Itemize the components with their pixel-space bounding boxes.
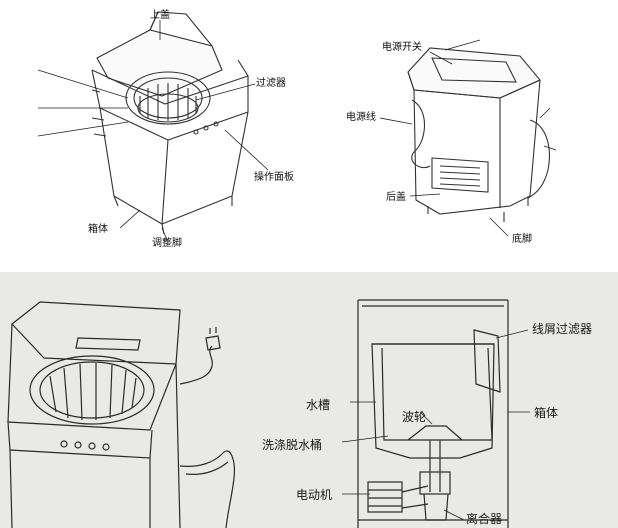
- rear-washer-illustration: [379, 39, 557, 237]
- label-wash-spin-tub: 洗涤脱水桶: [262, 438, 323, 452]
- label-power-switch: 电源开关: [382, 42, 422, 53]
- label-water-tub: 水槽: [306, 398, 331, 412]
- label-power-cord: 电源线: [346, 112, 376, 123]
- label-filter: 过滤器: [256, 78, 286, 89]
- washer-exterior-sketch: [7, 301, 235, 528]
- label-motor: 电动机: [296, 488, 333, 502]
- washer-cutaway-sketch: [341, 299, 530, 528]
- label-cabinet-bottom: 箱体: [534, 406, 559, 420]
- label-base-foot: 底脚: [512, 234, 532, 245]
- label-cabinet: 箱体: [88, 224, 108, 235]
- label-adjust-foot: 调整脚: [152, 238, 182, 249]
- label-lid: 上盖: [150, 10, 170, 21]
- label-control-panel: 操作面板: [254, 172, 294, 183]
- top-diagram-panel: 上盖 过滤器 操作面板 箱体 调整脚 电源开关 电源线 后盖 底脚: [37, 10, 557, 249]
- label-lint-filter: 线屑过滤器: [532, 322, 593, 336]
- label-pulsator: 波轮: [402, 410, 427, 424]
- bottom-diagram-panel: 线屑过滤器 水槽 箱体 波轮 洗涤脱水桶 电动机 离合器: [0, 272, 618, 528]
- label-back-cover: 后盖: [386, 192, 406, 203]
- label-clutch: 离合器: [466, 512, 503, 526]
- front-washer-illustration: [37, 11, 269, 243]
